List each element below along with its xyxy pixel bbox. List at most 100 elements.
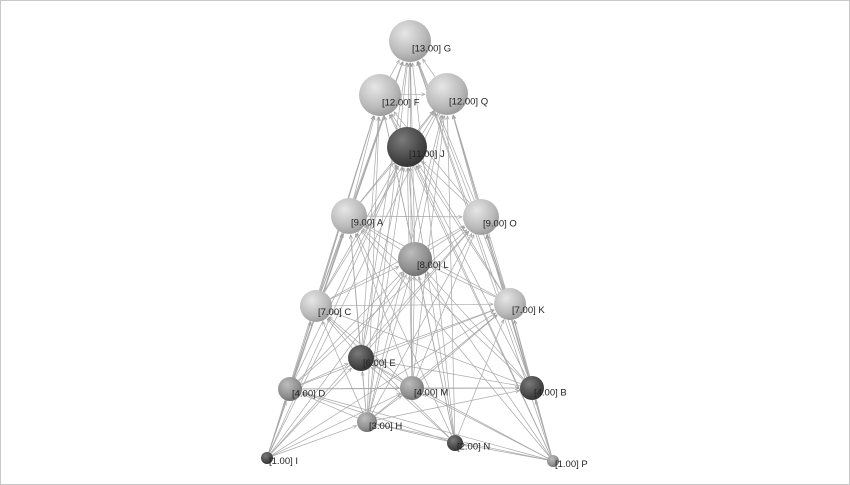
- edge-L-A: [365, 226, 401, 250]
- node-label: [12.00] Q: [449, 96, 488, 107]
- edge-N-Q: [448, 116, 456, 436]
- edge-M-Q: [413, 116, 444, 377]
- node-layer: [13.00] G [12.00] F [12.00] Q [11.00] J [9.0…: [261, 20, 588, 470]
- edge-L-Q: [417, 116, 443, 243]
- edge-M-G: [410, 63, 413, 377]
- node-Q[interactable]: [12.00] Q: [426, 73, 488, 115]
- edge-I-D: [268, 401, 286, 453]
- edge-I-H: [272, 426, 357, 457]
- node-circle[interactable]: [300, 290, 332, 322]
- node-circle[interactable]: [348, 345, 374, 371]
- edge-B-K: [514, 320, 530, 377]
- node-P[interactable]: [1.00] P: [547, 455, 588, 470]
- edge-H-M: [374, 396, 402, 417]
- node-circle[interactable]: [261, 452, 273, 464]
- edge-N-J: [410, 168, 455, 436]
- edge-H-O: [371, 234, 472, 414]
- node-label: [12.00] F: [382, 97, 420, 108]
- node-circle[interactable]: [398, 242, 432, 276]
- node-N[interactable]: [2.00] N: [447, 435, 490, 452]
- node-circle[interactable]: [494, 288, 526, 320]
- edge-N-C: [328, 318, 450, 438]
- edge-C-O: [329, 226, 464, 299]
- node-circle[interactable]: [357, 412, 377, 432]
- node-label: [4.00] M: [414, 388, 448, 399]
- node-circle[interactable]: [359, 74, 401, 116]
- node-O[interactable]: [9.00] O: [463, 199, 517, 235]
- node-label: [4.00] D: [292, 389, 325, 400]
- edge-E-J: [363, 168, 403, 346]
- edge-K-L: [431, 266, 496, 298]
- edge-P-N: [464, 445, 548, 461]
- edge-H-B: [376, 391, 520, 421]
- edge-B-L: [427, 272, 525, 380]
- edge-O-G: [418, 61, 475, 201]
- node-G[interactable]: [13.00] G: [389, 20, 451, 62]
- edge-P-D: [303, 392, 548, 460]
- node-circle[interactable]: [400, 376, 424, 400]
- edge-I-L: [270, 273, 405, 454]
- edge-O-J: [422, 161, 469, 205]
- edge-K-J: [419, 165, 502, 291]
- edge-J-G: [407, 63, 410, 128]
- edge-E-L: [366, 275, 406, 347]
- node-H[interactable]: [3.00] H: [357, 412, 402, 432]
- node-circle[interactable]: [387, 127, 427, 167]
- node-J[interactable]: [11.00] J: [387, 127, 445, 167]
- edge-I-K: [271, 313, 496, 456]
- node-I[interactable]: [1.00] I: [261, 452, 298, 467]
- edge-H-D: [302, 394, 358, 419]
- node-label: [9.00] A: [351, 217, 384, 228]
- node-circle[interactable]: [520, 376, 544, 400]
- edge-M-O: [416, 235, 474, 378]
- edge-C-L: [330, 266, 399, 300]
- edge-A-O: [366, 216, 462, 217]
- node-M[interactable]: [4.00] M: [400, 376, 448, 400]
- edge-L-O: [429, 227, 465, 251]
- node-label: [9.00] O: [483, 218, 517, 229]
- node-F[interactable]: [12.00] F: [359, 74, 420, 116]
- edge-layer: [268, 59, 552, 461]
- edge-N-A: [356, 233, 452, 436]
- node-label: [1.00] P: [555, 459, 588, 470]
- edge-F-G: [389, 60, 399, 77]
- node-circle[interactable]: [278, 377, 302, 401]
- node-B[interactable]: [4.00] B: [520, 376, 567, 400]
- edge-D-E: [300, 363, 348, 385]
- node-E[interactable]: [6.00] E: [348, 345, 396, 371]
- node-C[interactable]: [7.00] C: [300, 290, 351, 322]
- node-K[interactable]: [7.00] K: [494, 288, 545, 320]
- edge-C-A: [321, 234, 343, 292]
- edge-P-B: [536, 401, 552, 456]
- node-A[interactable]: [9.00] A: [331, 198, 384, 234]
- node-label: [1.00] I: [269, 456, 298, 467]
- node-circle[interactable]: [547, 455, 559, 467]
- edge-J-F: [389, 115, 399, 130]
- edge-I-E: [270, 368, 351, 454]
- edge-E-C: [327, 319, 353, 349]
- edge-C-K: [331, 304, 493, 306]
- node-circle[interactable]: [447, 435, 463, 451]
- node-D[interactable]: [4.00] D: [278, 377, 325, 401]
- edge-E-O: [369, 232, 468, 349]
- node-circle[interactable]: [463, 199, 499, 235]
- node-label: [3.00] H: [369, 421, 402, 432]
- node-circle[interactable]: [426, 73, 468, 115]
- edge-H-K: [374, 315, 497, 416]
- node-circle[interactable]: [389, 20, 431, 62]
- node-L[interactable]: [8.00] L: [398, 242, 449, 276]
- edge-A-F: [353, 116, 375, 199]
- edge-I-M: [272, 393, 400, 456]
- edge-A-J: [360, 163, 394, 203]
- node-circle[interactable]: [331, 198, 367, 234]
- edge-H-E: [362, 372, 367, 413]
- edge-K-O: [487, 235, 506, 289]
- edge-J-Q: [418, 112, 434, 132]
- edge-N-E: [371, 367, 450, 438]
- node-label: [7.00] K: [512, 305, 545, 316]
- node-label: [8.00] L: [417, 260, 449, 271]
- edge-O-Q: [453, 115, 477, 200]
- edge-P-A: [361, 231, 550, 457]
